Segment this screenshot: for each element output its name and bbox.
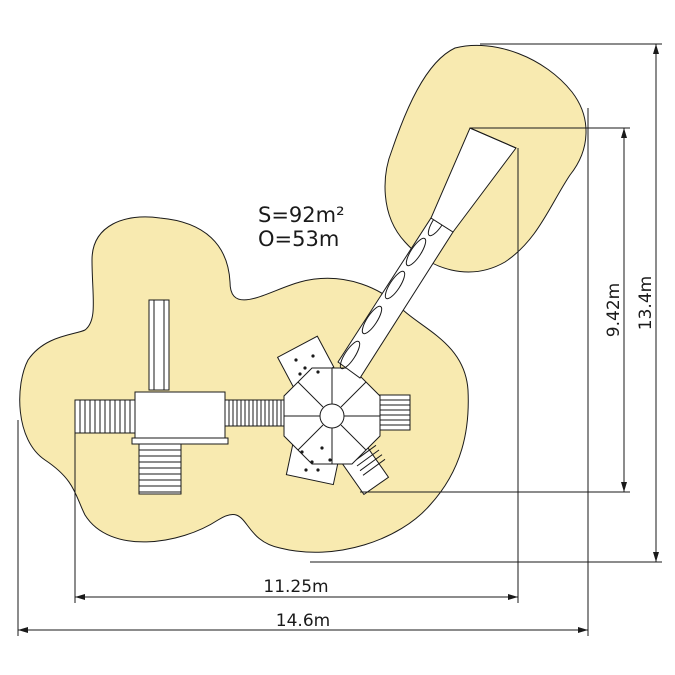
main-deck [134,391,226,439]
climbing-panel [148,299,170,391]
inner-width-label: 11.25m [263,577,328,597]
hub-tower [276,335,411,496]
tube-slide [337,127,517,379]
panel-east-stairs [374,394,411,431]
platform-structure [74,299,296,495]
perimeter-label: O=53m [258,227,339,251]
inner-height-label: 9.42m [604,283,624,337]
deck-edge [131,437,229,445]
dimension-lines [17,43,662,636]
area-label: S=92m² [258,203,345,227]
overall-height-label: 13.4m [636,276,656,330]
overall-width-label: 14.6m [276,611,330,631]
